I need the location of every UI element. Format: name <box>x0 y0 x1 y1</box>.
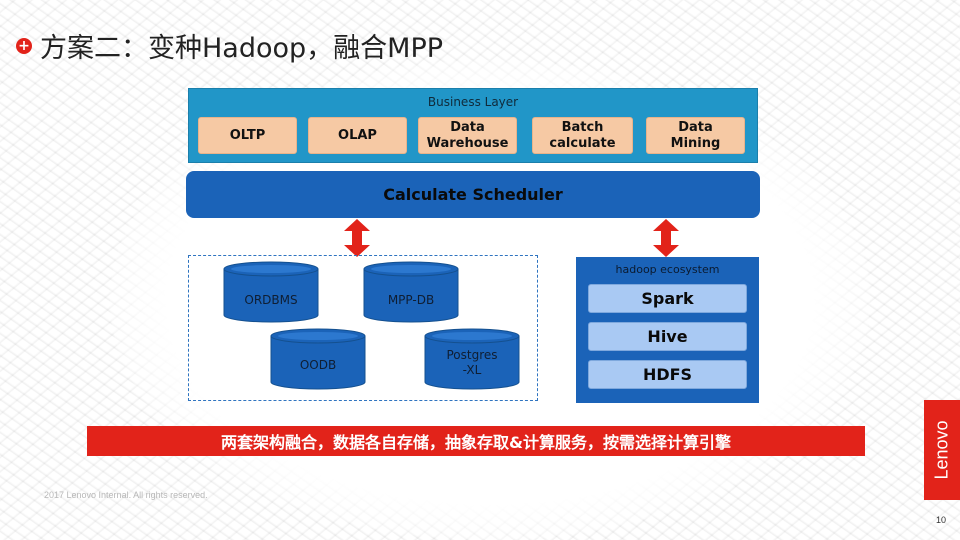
hadoop-item-hdfs: HDFS <box>588 360 747 389</box>
title-area: + 方案二：变种Hadoop，融合MPP <box>16 26 443 65</box>
slide-title: 方案二：变种Hadoop，融合MPP <box>40 33 444 64</box>
database-region: ORDBMS MPP-DB OODB Postgres -XL <box>188 255 538 401</box>
lenovo-logo-text: Lenovo <box>931 420 952 480</box>
hadoop-ecosystem-label: hadoop ecosystem <box>615 263 720 276</box>
double-arrow-icon-left <box>344 219 370 257</box>
business-item-data-warehouse: Data Warehouse <box>418 117 517 154</box>
business-layer-label: Business Layer <box>427 95 519 109</box>
database-cylinder-mppdb <box>363 261 459 323</box>
database-cylinder-oodb <box>270 328 366 390</box>
double-arrow-icon-right <box>653 219 679 257</box>
summary-banner: 两套架构融合，数据各自存储，抽象存取&计算服务，按需选择计算引擎 <box>87 426 865 456</box>
footer-copyright: 2017 Lenovo Internal. All rights reserve… <box>44 490 208 500</box>
plus-bullet-icon: + <box>16 37 32 54</box>
hadoop-item-hive: Hive <box>588 322 747 351</box>
database-label-postgres-xl: Postgres -XL <box>446 348 498 377</box>
calculate-scheduler: Calculate Scheduler <box>186 171 760 218</box>
business-item-oltp: OLTP <box>198 117 297 154</box>
business-item-data-mining: Data Mining <box>646 117 745 154</box>
business-layer: Business Layer OLTP OLAP Data Warehouse … <box>188 88 758 163</box>
database-cylinder-ordbms <box>223 261 319 323</box>
database-label-mppdb: MPP-DB <box>387 293 435 307</box>
lenovo-logo: Lenovo <box>924 400 960 500</box>
hadoop-item-spark: Spark <box>588 284 747 313</box>
business-item-batch-calculate: Batch calculate <box>532 117 633 154</box>
database-cylinder-postgres-xl <box>424 328 520 390</box>
business-item-olap: OLAP <box>308 117 407 154</box>
hadoop-ecosystem: hadoop ecosystem Spark Hive HDFS <box>576 257 759 403</box>
page-number: 10 <box>936 515 947 525</box>
database-label-ordbms: ORDBMS <box>244 293 298 307</box>
database-label-oodb: OODB <box>299 358 337 372</box>
